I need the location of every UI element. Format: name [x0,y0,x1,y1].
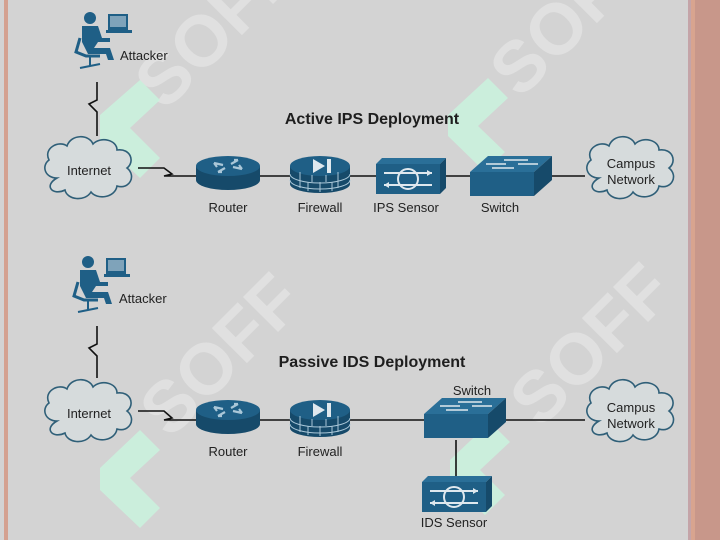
campus-label-line2: Network [607,416,655,431]
router-icon [194,154,262,192]
campus-label-line1: Campus [607,156,656,171]
switch-icon [469,155,553,197]
ips-sensor-label: IPS Sensor [373,200,439,215]
watermark-logo [100,430,160,528]
border-stripe [688,0,691,540]
firewall-label: Firewall [298,200,343,215]
border-stripe [691,0,695,540]
ids-sensor-icon [421,475,493,513]
internet-label: Internet [67,163,111,178]
router-label: Router [208,200,248,215]
passive-ids-section: Passive IDS Deployment Attacker Internet… [44,254,675,530]
switch-icon [423,397,507,439]
watermark-logo [448,78,508,172]
ips-sensor-icon [375,157,447,195]
router-icon [194,398,262,436]
slide-right-border [688,0,720,540]
link-attacker-internet [87,82,98,136]
internet-label: Internet [67,406,111,421]
campus-label-line2: Network [607,172,655,187]
router-label: Router [208,444,248,459]
switch-label: Switch [481,200,519,215]
link-attacker-internet [87,326,98,378]
ids-sensor-label: IDS Sensor [421,515,488,530]
switch-label: Switch [453,383,491,398]
active-ips-section: Active IPS Deployment Attacker Internet … [44,10,675,215]
firewall-icon [289,399,351,438]
firewall-label: Firewall [298,444,343,459]
campus-label-line1: Campus [607,400,656,415]
link-internet-router [138,410,196,421]
attacker-label: Attacker [119,291,167,306]
link-internet-router [138,167,196,177]
watermark-group: SOFF SOFF SOFF SOFF [100,0,687,528]
firewall-icon [289,155,351,194]
slide-left-border [4,0,8,540]
attacker-label: Attacker [120,48,168,63]
active-ips-title: Active IPS Deployment [285,111,460,128]
passive-ids-title: Passive IDS Deployment [279,354,466,371]
